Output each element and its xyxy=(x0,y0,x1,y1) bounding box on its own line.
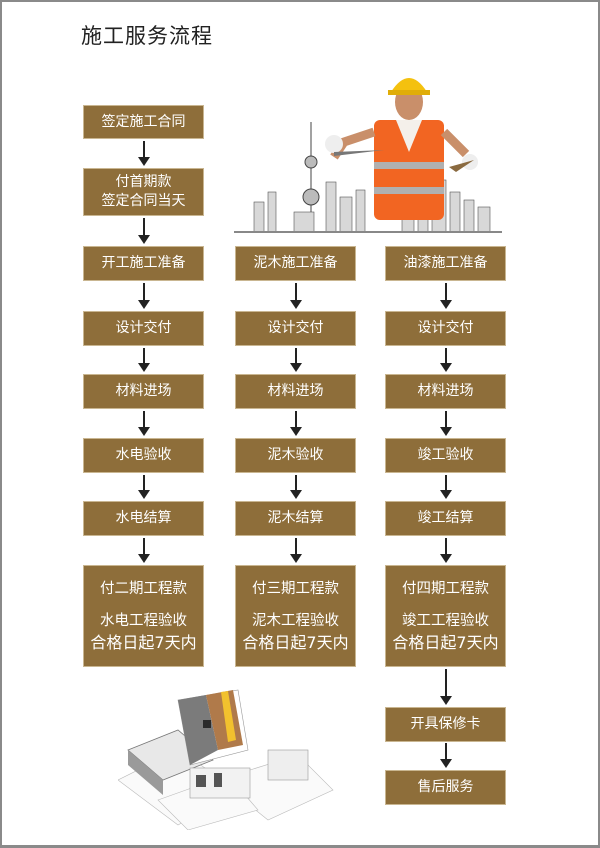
flow-step-label: 付四期工程款 xyxy=(402,581,489,597)
flow-step-box: 开工施工准备 xyxy=(83,246,204,281)
flow-step-box: 付三期工程款泥木工程验收合格日起7天内 xyxy=(235,565,356,667)
worker-skyline-illustration xyxy=(234,78,502,233)
flow-step-box: 设计交付 xyxy=(235,311,356,346)
flow-step-label: 油漆施工准备 xyxy=(403,255,488,271)
flow-step-box: 付四期工程款竣工工程验收合格日起7天内 xyxy=(385,565,506,667)
flow-step-label: 竣工验收 xyxy=(417,447,474,463)
down-arrow-icon xyxy=(439,348,452,372)
down-arrow-icon xyxy=(439,538,452,563)
down-arrow-icon xyxy=(439,475,452,499)
flow-step-label: 材料进场 xyxy=(267,383,324,399)
flow-step-label: 签定施工合同 xyxy=(101,113,186,130)
flow-step-label: 水电结算 xyxy=(115,510,172,526)
flow-step-box: 油漆施工准备 xyxy=(385,246,506,281)
flow-step-label: 付三期工程款 xyxy=(252,581,339,597)
page-title: 施工服务流程 xyxy=(81,24,213,48)
down-arrow-icon xyxy=(289,411,302,436)
down-arrow-icon xyxy=(289,348,302,372)
flow-step-box: 材料进场 xyxy=(83,374,204,409)
flow-step-label: 泥木工程验收 xyxy=(252,613,339,629)
flow-step-label: 合格日起7天内 xyxy=(242,633,349,652)
flow-step-box: 付首期款签定合同当天 xyxy=(83,168,204,216)
down-arrow-icon xyxy=(289,475,302,499)
down-arrow-icon xyxy=(439,411,452,436)
down-arrow-icon xyxy=(439,283,452,309)
down-arrow-icon xyxy=(137,283,150,309)
flow-step-label: 泥木验收 xyxy=(267,447,324,463)
flow-step-label: 设计交付 xyxy=(115,320,172,336)
flow-step-label: 泥木结算 xyxy=(267,510,324,526)
flow-step-label: 泥木施工准备 xyxy=(253,255,338,271)
flow-step-label: 合格日起7天内 xyxy=(392,633,499,652)
flow-step-box: 泥木结算 xyxy=(235,501,356,536)
flow-step-box: 水电验收 xyxy=(83,438,204,473)
down-arrow-icon xyxy=(137,475,150,499)
flow-step-box: 签定施工合同 xyxy=(83,105,204,139)
down-arrow-icon xyxy=(137,538,150,563)
flow-step-box: 材料进场 xyxy=(235,374,356,409)
flow-step-label: 材料进场 xyxy=(115,383,172,399)
down-arrow-icon xyxy=(137,141,150,166)
flow-step-label: 竣工工程验收 xyxy=(402,613,489,629)
down-arrow-icon xyxy=(289,538,302,563)
flow-step-label: 售后服务 xyxy=(417,779,474,795)
flow-step-label: 开工施工准备 xyxy=(101,255,186,271)
down-arrow-icon xyxy=(137,411,150,436)
down-arrow-icon xyxy=(137,218,150,244)
flow-step-label: 合格日起7天内 xyxy=(90,633,197,652)
flow-step-box: 泥木施工准备 xyxy=(235,246,356,281)
flow-step-label: 开具保修卡 xyxy=(410,716,481,732)
flow-step-box: 开具保修卡 xyxy=(385,707,506,742)
flow-step-box: 设计交付 xyxy=(385,311,506,346)
flow-step-label: 设计交付 xyxy=(417,320,474,336)
flow-step-box: 售后服务 xyxy=(385,770,506,805)
flow-step-label: 付二期工程款 xyxy=(100,581,187,597)
flow-step-box: 竣工结算 xyxy=(385,501,506,536)
down-arrow-icon xyxy=(289,283,302,309)
flow-step-label: 材料进场 xyxy=(417,383,474,399)
flow-step-label: 水电工程验收 xyxy=(100,613,187,629)
flow-step-label: 竣工结算 xyxy=(417,510,474,526)
flow-step-box: 设计交付 xyxy=(83,311,204,346)
down-arrow-icon xyxy=(439,743,452,768)
down-arrow-icon xyxy=(137,348,150,372)
flow-step-box: 竣工验收 xyxy=(385,438,506,473)
flow-step-box: 付二期工程款水电工程验收合格日起7天内 xyxy=(83,565,204,667)
flow-step-label: 付首期款 xyxy=(115,174,172,190)
flow-step-label: 签定合同当天 xyxy=(101,193,186,209)
flow-step-box: 泥木验收 xyxy=(235,438,356,473)
flow-step-label: 设计交付 xyxy=(267,320,324,336)
down-arrow-icon xyxy=(439,669,452,705)
flow-step-label: 水电验收 xyxy=(115,447,172,463)
flow-step-box: 水电结算 xyxy=(83,501,204,536)
flow-step-box: 材料进场 xyxy=(385,374,506,409)
house-blueprint-illustration xyxy=(118,689,334,830)
